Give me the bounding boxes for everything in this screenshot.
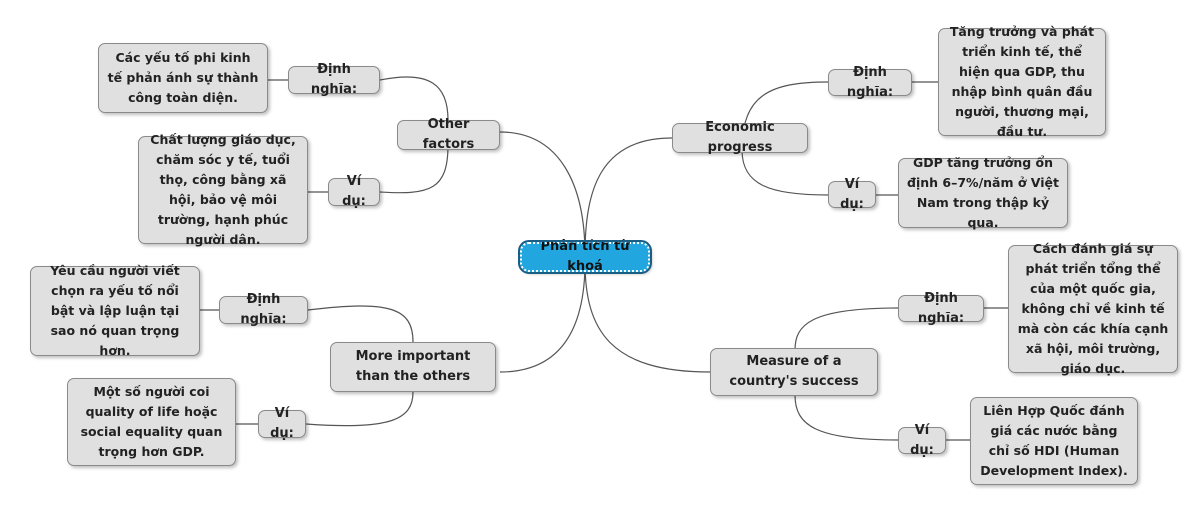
topic-economic-progress[interactable]: Economic progress (672, 120, 808, 155)
link-important-def (307, 305, 414, 343)
link-center-important (499, 261, 586, 373)
economic-example-label[interactable]: Ví dụ: (828, 177, 876, 212)
topic-more-important[interactable]: More important than the others (330, 342, 496, 392)
important-definition-label[interactable]: Định nghĩa: (219, 292, 308, 327)
link-measure-def (794, 307, 899, 351)
link-center-measure (584, 261, 711, 373)
important-example-text[interactable]: Một số người coi quality of life hoặc so… (67, 378, 236, 466)
link-important-ex (305, 391, 414, 427)
central-topic[interactable]: Phân tích từ khoá (518, 239, 652, 274)
important-definition-text[interactable]: Yêu cầu người viết chọn ra yếu tố nổi bậ… (30, 263, 200, 358)
link-other-def (379, 76, 449, 121)
other-example-text[interactable]: Chất lượng giáo dục, chăm sóc y tế, tuổi… (138, 132, 308, 247)
other-definition-label[interactable]: Định nghĩa: (288, 62, 380, 97)
link-center-other (499, 131, 586, 256)
link-economic-ex (741, 149, 829, 196)
link-center-economic (584, 137, 673, 256)
topic-measure-of-success[interactable]: Measure of a country's success (710, 348, 878, 396)
measure-example-label[interactable]: Ví dụ: (898, 423, 946, 458)
economic-example-text[interactable]: GDP tăng trưởng ổn định 6–7%/năm ở Việt … (898, 155, 1068, 230)
other-example-label[interactable]: Ví dụ: (328, 174, 380, 209)
measure-definition-label[interactable]: Định nghĩa: (898, 291, 984, 326)
economic-definition-text[interactable]: Tăng trưởng và phát triển kinh tế, thể h… (938, 24, 1106, 139)
economic-definition-label[interactable]: Định nghĩa: (828, 65, 912, 100)
link-measure-ex (794, 394, 899, 441)
measure-example-text[interactable]: Liên Hợp Quốc đánh giá các nước bằng chỉ… (970, 397, 1138, 485)
other-definition-text[interactable]: Các yếu tố phi kinh tế phản ánh sự thành… (98, 43, 268, 113)
measure-definition-text[interactable]: Cách đánh giá sự phát triển tổng thể của… (1008, 241, 1178, 376)
link-other-ex (379, 144, 449, 194)
topic-other-factors[interactable]: Other factors (397, 117, 500, 152)
important-example-label[interactable]: Ví dụ: (258, 406, 306, 441)
